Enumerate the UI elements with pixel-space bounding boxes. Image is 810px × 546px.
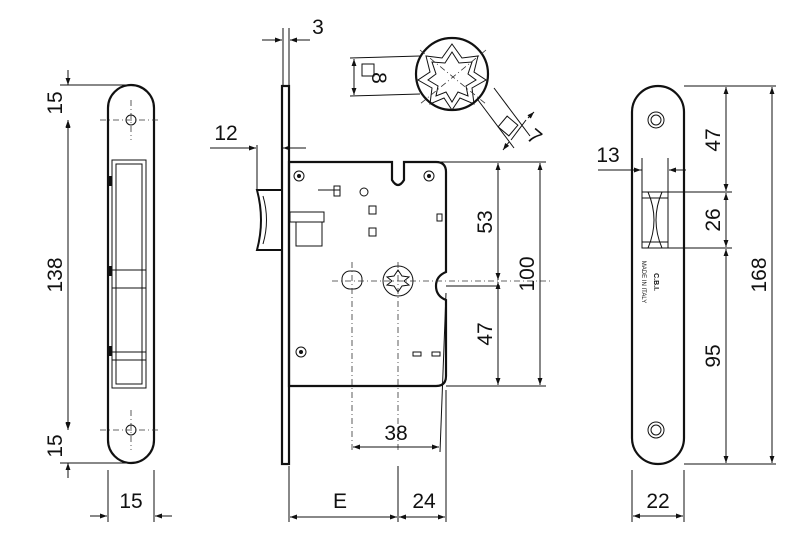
dim-right-95: 95 (702, 344, 725, 367)
right-faceplate-view: MADE IN ITALY C.B.I. 47 13 26 95 168 (596, 84, 776, 522)
dim-plate-3: 3 (312, 16, 324, 39)
dim-height-100: 100 (516, 256, 539, 291)
latch-bolt (255, 189, 283, 251)
dim-left-138: 138 (44, 257, 67, 292)
dim-backset-E: E (333, 490, 347, 513)
dim-left-width-15: 15 (119, 490, 142, 513)
dim-left-top-15: 15 (44, 91, 67, 114)
lock-case (287, 160, 448, 388)
faceplate-marking-cbi: C.B.I. (652, 273, 659, 291)
case-screw-bottom-left (295, 346, 307, 358)
right-latch-opening (641, 191, 669, 249)
dim-38: 38 (384, 422, 407, 445)
left-faceplate (106, 83, 156, 465)
right-top-screw-hole (647, 111, 665, 129)
left-faceplate-view: 15 138 15 15 (44, 70, 172, 522)
dim-handle-bottom-47: 47 (474, 322, 497, 345)
dim-latch-12: 12 (214, 122, 237, 145)
lock-body-view: 3 12 53 47 100 38 E 24 (210, 16, 552, 522)
dim-handle-top-53: 53 (474, 210, 497, 233)
left-faceplate-latch-slot (111, 159, 147, 389)
dim-right-26: 26 (702, 208, 725, 231)
spindle-star (417, 43, 487, 111)
spindle-8-square (361, 63, 375, 77)
case-screw-top-right (423, 170, 435, 182)
case-screw-top-left (293, 170, 305, 182)
dim-spindle-8: 8 (367, 72, 390, 84)
dim-right-47: 47 (702, 128, 725, 151)
spindle-detail: 8 7 (349, 36, 546, 151)
right-bottom-screw-hole (647, 421, 665, 439)
right-faceplate (630, 84, 686, 466)
dim-spindle-7: 7 (522, 124, 546, 149)
dim-depth-24: 24 (412, 490, 436, 513)
dim-left-bottom-15: 15 (44, 434, 67, 457)
spindle-7-square (497, 115, 519, 137)
dim-right-width-22: 22 (646, 490, 669, 513)
dim-right-168: 168 (748, 257, 771, 292)
faceplate-marking-made-in-italy: MADE IN ITALY (640, 261, 646, 303)
dim-right-13: 13 (596, 144, 619, 167)
